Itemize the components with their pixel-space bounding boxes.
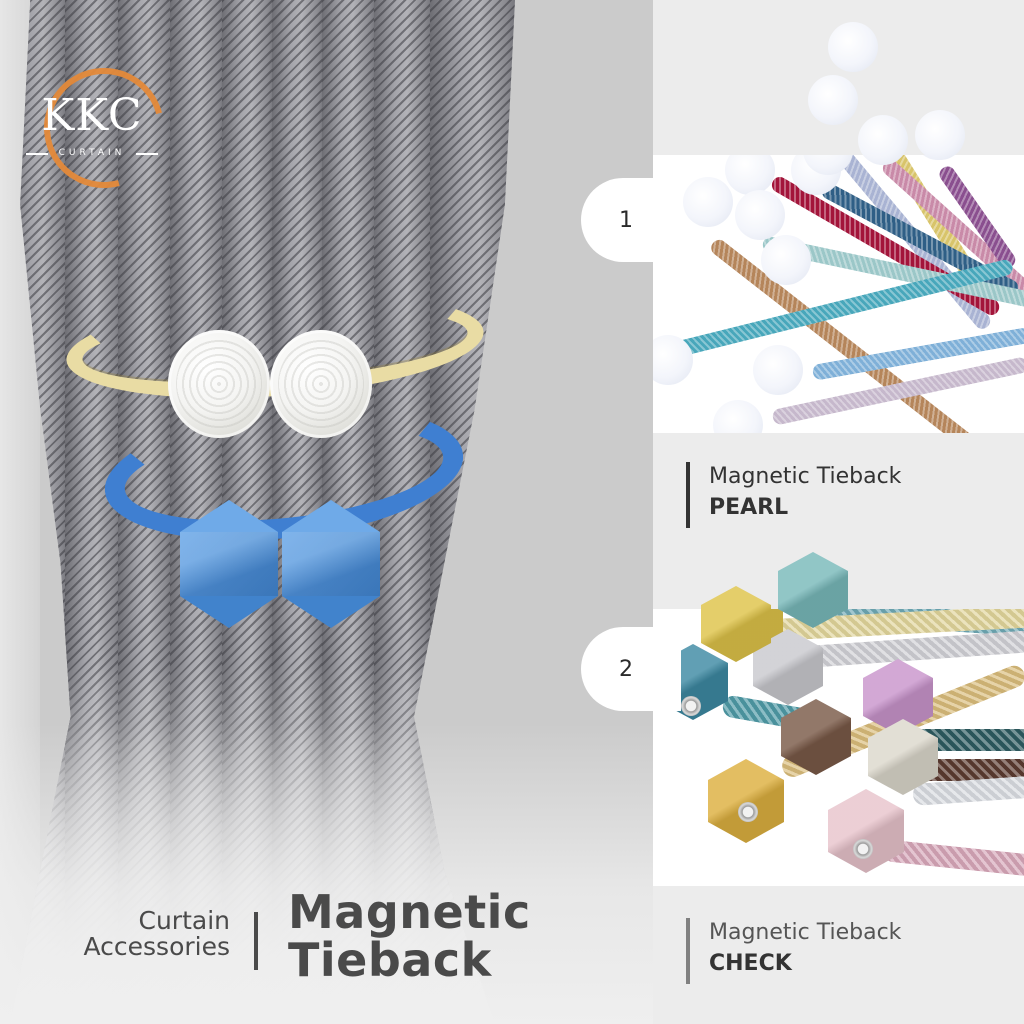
hero-bottom-fade: [0, 724, 653, 1024]
variant-number-badge-2: 2: [581, 627, 681, 711]
pearl-variant-photo: [653, 155, 1024, 433]
gem-lilac: [863, 659, 933, 735]
rope: [913, 759, 1024, 781]
check-variant-photo: [653, 609, 1024, 886]
gem-brown: [781, 699, 851, 775]
caption-divider: [254, 912, 258, 970]
hero-caption: Curtain Accessories Magnetic Tieback: [30, 884, 550, 984]
label-bar: [686, 462, 690, 528]
product-title-line-1: Magnetic: [288, 885, 531, 939]
magnet-icon: [738, 802, 758, 822]
gem-yellow: [701, 586, 771, 662]
pearl-ball: [713, 400, 763, 433]
pearl-ball: [725, 155, 775, 195]
hero-panel: KKC CURTAIN Curtain Accessories Magnetic…: [0, 0, 653, 1024]
pearl-magnet-left: [168, 330, 270, 438]
category-line-2: Accessories: [83, 932, 230, 961]
pearl-ball: [828, 22, 878, 72]
product-title: Magnetic Tieback: [288, 888, 531, 984]
pearl-ball: [735, 190, 785, 240]
variants-panel: Magnetic Tieback PEARL Magnetic Tieback …: [653, 0, 1024, 1024]
brand-logo: KKC CURTAIN: [22, 46, 186, 210]
gem-aqua: [778, 552, 848, 628]
label-bar: [686, 918, 690, 984]
pearl-ball: [753, 345, 803, 395]
variant-title: Magnetic Tieback: [709, 920, 902, 945]
magnet-icon: [681, 696, 701, 716]
pearl-ball: [653, 335, 693, 385]
pearl-ball: [803, 155, 853, 175]
gem-cream: [868, 719, 938, 795]
category-label: Curtain Accessories: [83, 908, 230, 960]
gem-pink: [828, 789, 904, 873]
variant-number-badge-1: 1: [581, 178, 681, 262]
variant-title: Magnetic Tieback: [709, 464, 902, 489]
gem-mustard: [708, 759, 784, 843]
cord: [771, 356, 1024, 426]
logo-text: KKC: [41, 90, 143, 141]
badge-number: 1: [619, 207, 633, 233]
pearl-ball: [683, 177, 733, 227]
variant-name: PEARL: [709, 495, 789, 520]
badge-number: 2: [619, 656, 633, 682]
pearl-ball: [915, 110, 965, 160]
pearl-ball: [808, 75, 858, 125]
product-title-line-2: Tieback: [288, 933, 492, 987]
logo-subtext: CURTAIN: [22, 148, 162, 158]
magnet-icon: [853, 839, 873, 859]
pearl-ball: [858, 115, 908, 165]
pearl-ball: [761, 235, 811, 285]
category-line-1: Curtain: [138, 906, 231, 935]
pearl-magnet-right: [270, 330, 372, 438]
variant-name: CHECK: [709, 951, 792, 976]
